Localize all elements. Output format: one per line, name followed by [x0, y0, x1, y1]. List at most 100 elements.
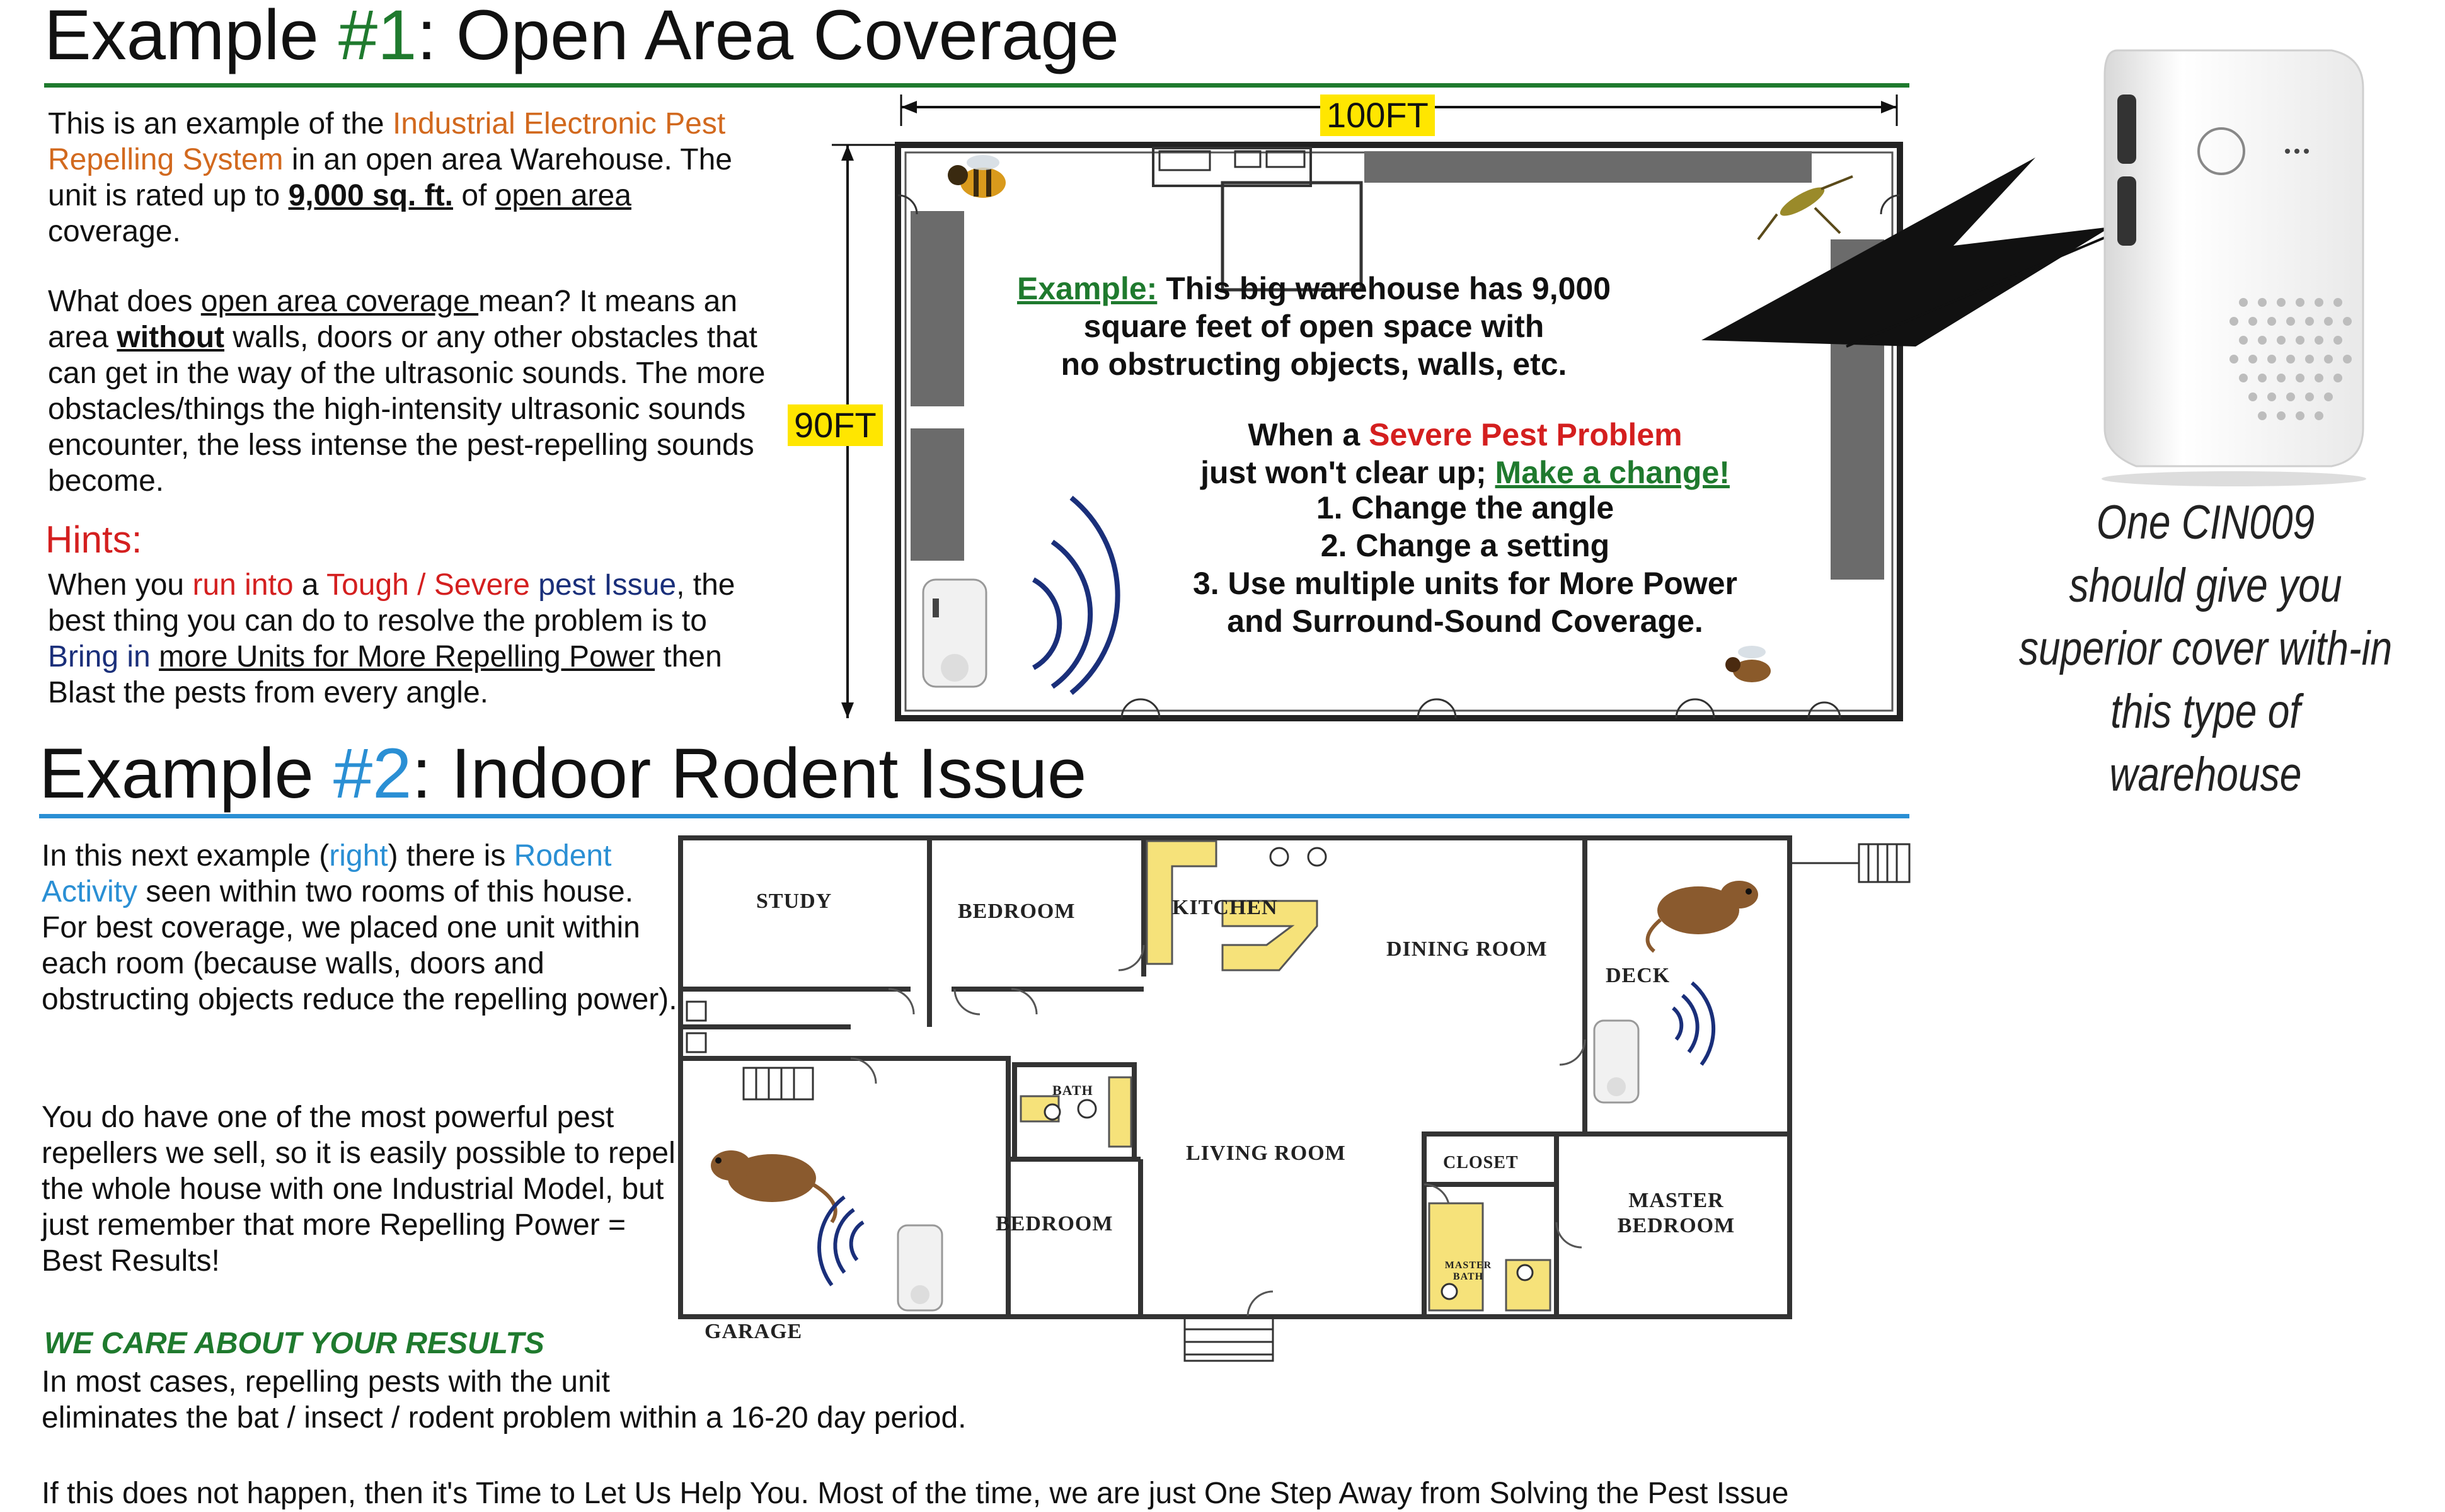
- repeller-unit-deck: [1593, 1019, 1640, 1104]
- product-name: Industrial Electronic Pest Repelling Sys…: [48, 107, 726, 176]
- open-area-coverage-term: open area coverage: [200, 285, 479, 318]
- text-red: Tough / Severe: [326, 568, 530, 602]
- room-master-bath: MASTER BATH: [1443, 1260, 1493, 1283]
- sqft-rating: 9,000 sq. ft.: [288, 179, 454, 212]
- text: This big warehouse has 9,000: [1157, 271, 1611, 306]
- text: of: [453, 179, 495, 212]
- severe-problem-text: When a Severe Pest Problem just won't cl…: [1122, 416, 1809, 491]
- title-rest: : Open Area Coverage: [417, 0, 1119, 74]
- text-navy: pest Issue: [538, 568, 677, 602]
- room-study: STUDY: [756, 890, 832, 913]
- text: What does: [48, 285, 201, 318]
- room-deck: DECK: [1606, 964, 1671, 987]
- step-1: 1. Change the angle: [1316, 490, 1614, 525]
- example-2-title: Example #2: Indoor Rodent Issue: [39, 738, 1086, 809]
- care-line-2: eliminates the bat / insect / rodent pro…: [42, 1401, 967, 1435]
- text: [530, 568, 538, 602]
- caption-line-1: One CIN009: [2096, 496, 2315, 549]
- rat-icon-garage: [711, 1150, 837, 1223]
- speaker-grille: [2229, 298, 2352, 420]
- open-area-term: open area: [495, 179, 631, 212]
- room-living: LIVING ROOM: [1186, 1142, 1346, 1165]
- house-floorplan: [678, 835, 1911, 1362]
- title-rest: : Indoor Rodent Issue: [411, 734, 1087, 813]
- width-dimension: 100FT: [1320, 94, 1435, 136]
- repeller-unit-garage: [897, 1224, 943, 1312]
- master-line-1: MASTER: [1628, 1189, 1724, 1212]
- green-divider: [44, 83, 1909, 88]
- text: When a: [1248, 417, 1369, 452]
- clear-line: just won't clear up; Make a change!: [1122, 454, 1809, 491]
- master-bath-line-1: MASTER: [1444, 1260, 1492, 1271]
- example-line-1: Example: This big warehouse has 9,000: [983, 270, 1645, 307]
- product-image: [1701, 49, 2366, 486]
- text: walls, doors or any other obstacles that…: [48, 321, 766, 498]
- room-dining: DINING ROOM: [1386, 937, 1548, 961]
- text: When you: [48, 568, 193, 602]
- room-kitchen: KITCHEN: [1172, 896, 1278, 919]
- fly-icon: [1725, 646, 1771, 682]
- room-bath: BATH: [1052, 1082, 1093, 1098]
- footer-text: If this does not happen, then it's Time …: [42, 1477, 1789, 1510]
- severe-term: Severe Pest Problem: [1369, 417, 1683, 452]
- text: In this next example (: [42, 839, 330, 873]
- bee-icon: [948, 155, 1006, 198]
- blue-divider: [39, 814, 1909, 818]
- text: coverage.: [48, 215, 181, 248]
- text: in an open area Warehouse. The unit is r…: [48, 143, 732, 212]
- text: just won't clear up;: [1200, 455, 1495, 490]
- text-navy: Bring in: [48, 640, 151, 673]
- caption-line-4: this type of warehouse: [2109, 685, 2302, 801]
- garage-stairs: [742, 1067, 814, 1101]
- text: a: [293, 568, 327, 602]
- title-number: #2: [333, 734, 412, 813]
- right-term: right: [329, 839, 388, 873]
- step-3-cont: and Surround-Sound Coverage.: [1227, 604, 1703, 639]
- text: , the best thing you can do to resolve t…: [48, 568, 735, 638]
- room-bedroom-1: BEDROOM: [958, 900, 1076, 923]
- make-change-term: Make a change!: [1495, 455, 1730, 490]
- care-text: In most cases, repelling pests with the …: [42, 1364, 1050, 1436]
- text: This is an example of the: [48, 107, 393, 140]
- product-caption: One CIN009 should give you superior cove…: [2009, 491, 2402, 806]
- room-closet: CLOSET: [1443, 1153, 1519, 1172]
- title-prefix: Example: [39, 734, 333, 813]
- repeller-unit-icon: [922, 578, 987, 688]
- hints-text: When you run into a Tough / Severe pest …: [48, 567, 773, 711]
- title-prefix: Example: [44, 0, 338, 74]
- rat-icon-deck: [1645, 881, 1758, 953]
- step-2: 2. Change a setting: [1320, 528, 1610, 563]
- example-line-3: no obstructing objects, walls, etc.: [1061, 346, 1567, 382]
- room-garage: GARAGE: [705, 1320, 803, 1343]
- text: seen within two rooms of this house. For…: [42, 875, 677, 1016]
- text: [151, 640, 159, 673]
- care-title: WE CARE ABOUT YOUR RESULTS: [44, 1327, 544, 1360]
- caption-line-3: superior cover with-in: [2018, 622, 2393, 675]
- text-red: run into: [192, 568, 294, 602]
- ex2-paragraph-2: You do have one of the most powerful pes…: [42, 1101, 676, 1278]
- front-steps: [1183, 1315, 1274, 1362]
- ex2-paragraph-1: In this next example (right) there is Ro…: [42, 838, 684, 1017]
- ex1-paragraph-2: What does open area coverage mean? It me…: [48, 284, 773, 499]
- height-dimension: 90FT: [788, 404, 883, 446]
- steps-list: 1. Change the angle 2. Change a setting …: [1128, 489, 1802, 640]
- warehouse-example-text: Example: This big warehouse has 9,000 sq…: [983, 270, 1645, 383]
- master-line-2: BEDROOM: [1617, 1214, 1735, 1237]
- caption-line-2: should give you: [2069, 559, 2342, 612]
- text: ) there is: [388, 839, 514, 873]
- room-master-bedroom: MASTER BEDROOM: [1607, 1188, 1746, 1239]
- example-line-2: square feet of open space with: [1083, 309, 1545, 344]
- title-number: #1: [338, 0, 417, 74]
- device-body: [2103, 49, 2364, 467]
- mosquito-icon: [1757, 175, 1853, 241]
- care-line-1: In most cases, repelling pests with the …: [42, 1365, 610, 1399]
- text: mean? It means an area: [48, 285, 738, 354]
- step-3: 3. Use multiple units for More Power: [1192, 566, 1738, 601]
- ex1-paragraph-1: This is an example of the Industrial Ele…: [48, 106, 773, 249]
- without-term: without: [117, 321, 225, 354]
- example-1-title: Example #1: Open Area Coverage: [44, 0, 1119, 71]
- text: then Blast the pests from every angle.: [48, 640, 722, 709]
- room-bedroom-2: BEDROOM: [996, 1212, 1113, 1235]
- rodent-activity-term: Rodent Activity: [42, 839, 612, 908]
- example-label: Example:: [1016, 271, 1158, 306]
